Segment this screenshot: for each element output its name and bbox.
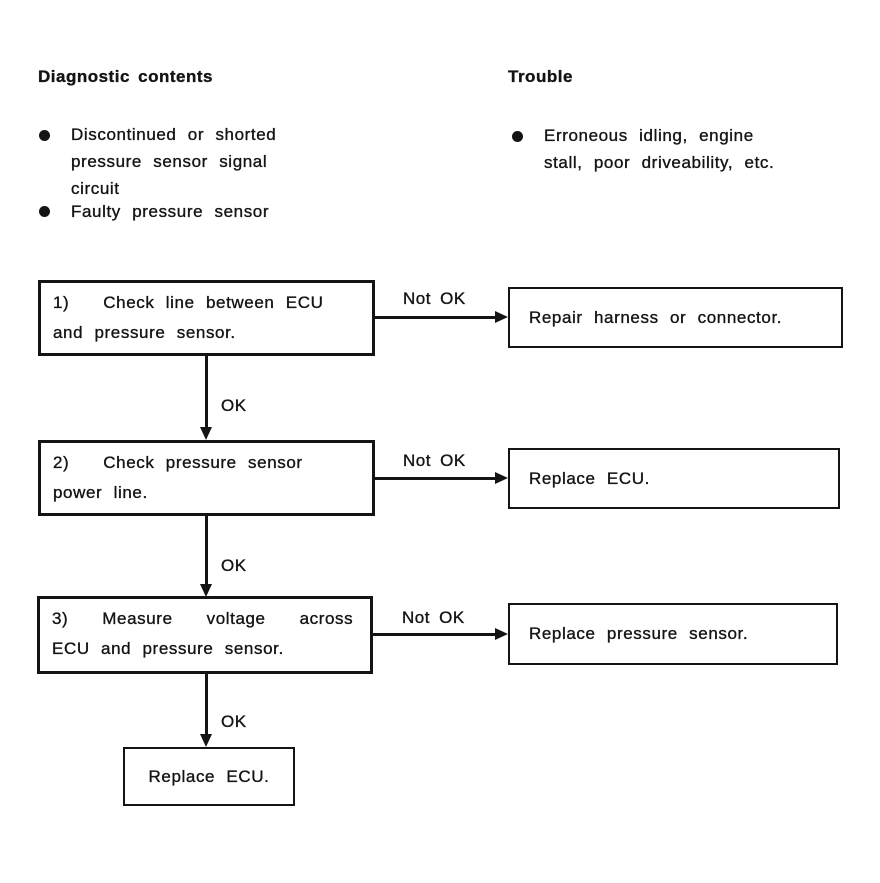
ok-arrow-shaft-1 (205, 356, 208, 429)
ok-label-2: OK (221, 556, 247, 575)
ok-arrowhead-2 (200, 584, 212, 597)
trouble-item-1: Erroneous idling, engine stall, poor dri… (544, 122, 774, 176)
text-line: Faulty pressure sensor (71, 202, 270, 221)
step-3-box: 3) Measure voltage across ECU and pressu… (37, 596, 373, 674)
final-action-box: Replace ECU. (123, 747, 295, 806)
text-line: Discontinued or shorted (71, 125, 277, 144)
not-ok-label-3: Not OK (402, 608, 465, 627)
step-text-line: ECU and pressure sensor. (52, 639, 284, 658)
action-3-box: Replace pressure sensor. (508, 603, 838, 665)
step-1-box: 1) Check line between ECU and pressure s… (38, 280, 375, 356)
ok-arrowhead-1 (200, 427, 212, 440)
step-2-box: 2) Check pressure sensor power line. (38, 440, 375, 516)
step-text-line: 1) Check line between ECU (53, 293, 324, 312)
not-ok-arrow-shaft-2 (375, 477, 496, 480)
ok-label-3: OK (221, 712, 247, 731)
ok-label-1: OK (221, 396, 247, 415)
action-2-box: Replace ECU. (508, 448, 840, 509)
not-ok-arrowhead-2 (495, 472, 508, 484)
not-ok-arrowhead-3 (495, 628, 508, 640)
text-line: pressure sensor signal (71, 152, 268, 171)
ok-arrow-shaft-2 (205, 516, 208, 586)
step-text-line: 3) Measure voltage across (52, 609, 354, 628)
step-text-line: 2) Check pressure sensor (53, 453, 303, 472)
not-ok-arrowhead-1 (495, 311, 508, 323)
bullet-icon (39, 206, 50, 217)
ok-arrowhead-3 (200, 734, 212, 747)
trouble-heading: Trouble (508, 67, 573, 86)
not-ok-label-2: Not OK (403, 451, 466, 470)
step-text-line: power line. (53, 483, 148, 502)
text-line: stall, poor driveability, etc. (544, 153, 775, 172)
not-ok-arrow-shaft-3 (373, 633, 496, 636)
text-line: Erroneous idling, engine (544, 126, 754, 145)
step-text-line: and pressure sensor. (53, 323, 236, 342)
diagnostic-item-1: Discontinued or shorted pressure sensor … (71, 121, 276, 202)
text-line: circuit (71, 179, 120, 198)
bullet-icon (512, 131, 523, 142)
not-ok-label-1: Not OK (403, 289, 466, 308)
diagnostic-item-2: Faulty pressure sensor (71, 198, 269, 225)
ok-arrow-shaft-3 (205, 674, 208, 736)
not-ok-arrow-shaft-1 (375, 316, 496, 319)
bullet-icon (39, 130, 50, 141)
diagnostic-contents-heading: Diagnostic contents (38, 67, 213, 86)
action-1-box: Repair harness or connector. (508, 287, 843, 348)
